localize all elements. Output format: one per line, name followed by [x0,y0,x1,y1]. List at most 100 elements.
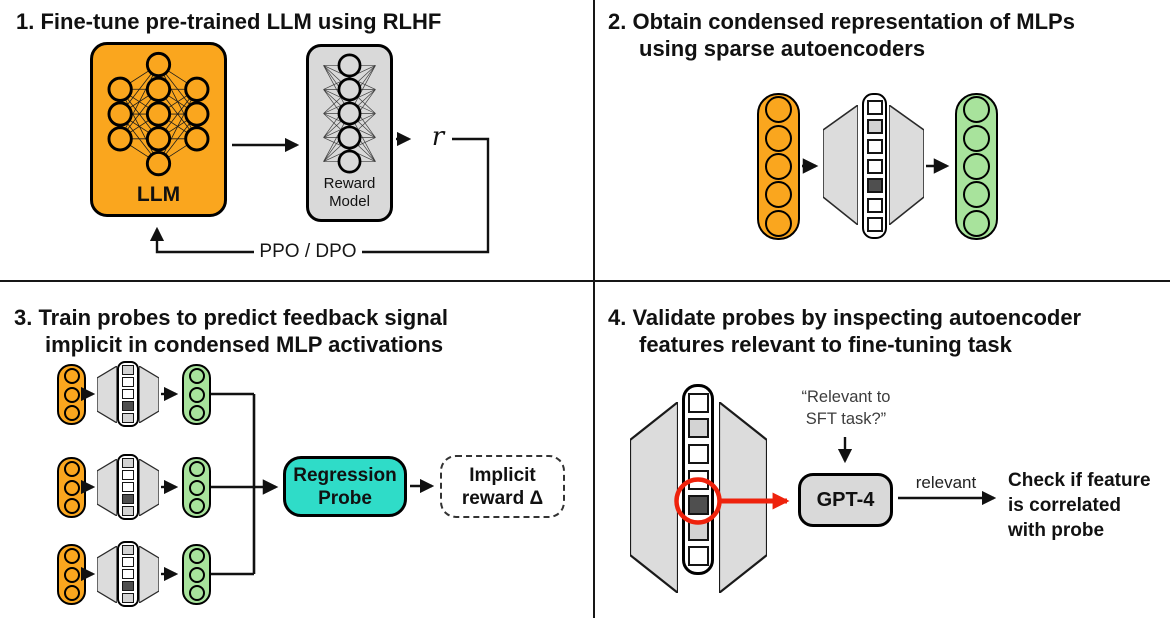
white-feature-square [866,197,883,213]
neuron-circle [765,181,792,209]
panel1-title-text: 1. Fine-tune pre-trained LLM using RLHF [16,9,442,34]
white-feature-square [122,557,134,567]
light-feature-square [687,520,709,541]
neuron-circle [188,386,205,403]
neuron-circle [765,124,792,152]
loop-line-left-arrow [149,226,254,254]
panel3-row1-autoencoder [97,361,161,427]
panel3-row1-output-pill [182,364,211,425]
neuron-circle [963,181,990,209]
vertical-divider [593,0,595,618]
white-feature-square [122,482,134,492]
ppo-dpo-label: PPO / DPO [259,241,357,262]
neuron-circle [188,404,205,421]
panel3-title-line2: implicit in condensed MLP activations [45,332,444,357]
reward-scalar-label: r [431,122,445,152]
panel4-title-line2: features relevant to fine-tuning task [639,332,1012,357]
panel3-row3-decoder-trapezoid [139,545,159,603]
white-feature-square [866,99,883,115]
neuron-circle [188,497,205,514]
panel3-row1-bottleneck [117,361,139,427]
relevant-arrow-label: relevant [915,473,977,492]
light-feature-square [122,458,134,468]
reward-model-network [323,53,376,174]
panel3-row1-decoder-trapezoid [139,365,159,423]
neuron-circle [963,124,990,152]
neuron-circle [63,404,80,421]
dark-feature-square [687,495,709,516]
llm-network [107,51,210,177]
panel2-bottleneck [862,93,887,239]
panel3-row3-input-pill [57,544,86,605]
panel2-input-pill [757,93,800,240]
panel4-title: 4. Validate probes by inspecting autoenc… [608,304,1081,358]
panel2-title-line1: 2. Obtain condensed representation of ML… [608,9,1075,34]
panel3-row2-encoder-trapezoid [97,458,117,516]
panel3-row2-decoder-trapezoid [139,458,159,516]
white-feature-square [122,569,134,579]
panel3-row2-input-pill [57,457,86,518]
white-feature-square [866,158,883,174]
panel2-encoder-trapezoid [823,105,858,225]
neuron-circle [63,584,80,601]
llm-label: LLM [136,183,181,206]
panel3-row3-encoder-trapezoid [97,545,117,603]
panel3-row2-autoencoder [97,454,161,520]
implicit-reward-box: Implicit reward Δ [440,455,565,518]
neuron-circle [765,209,792,237]
dark-feature-square [122,494,134,504]
panel3-row1-encoder-trapezoid [97,365,117,423]
panel3-row1-input-pill [57,364,86,425]
panel2-decoder-trapezoid [889,105,924,225]
white-feature-square [687,469,709,490]
light-feature-square [122,545,134,555]
neuron-circle [188,566,205,583]
panel2-title-line2: using sparse autoencoders [639,36,926,61]
neuron-circle [63,566,80,583]
panel4-title-line1: 4. Validate probes by inspecting autoenc… [608,305,1082,330]
white-feature-square [122,389,134,399]
white-feature-square [687,546,709,567]
light-feature-square [122,593,134,603]
panel3-row3-bottleneck [117,541,139,607]
panel3-row3-autoencoder [97,541,161,607]
panel2-title: 2. Obtain condensed representation of ML… [608,8,1075,62]
neuron-circle [188,479,205,496]
white-feature-square [687,443,709,464]
white-feature-square [866,217,883,233]
light-feature-square [122,506,134,516]
neuron-circle [963,209,990,237]
dark-feature-square [122,581,134,591]
neuron-circle [963,152,990,180]
check-feature-text: Check if feature is correlated with prob… [1008,470,1151,541]
reward-model-label: Reward Model [323,175,376,210]
panel4-decoder-trapezoid [719,402,767,593]
panel4-encoder-trapezoid [630,402,678,593]
gpt-question-text: “Relevant to SFT task?” [801,388,891,428]
panel3-title: 3. Train probes to predict feedback sign… [14,304,448,358]
neuron-circle [188,461,205,478]
panel3-row2-bottleneck [117,454,139,520]
neuron-circle [63,368,80,385]
panel2-output-pill [955,93,998,240]
dark-feature-square [122,401,134,411]
panel3-title-line1: 3. Train probes to predict feedback sign… [14,305,449,330]
bus-lines [211,392,256,576]
neuron-circle [188,584,205,601]
llm-box: LLM [90,42,227,217]
neuron-circle [765,96,792,124]
light-feature-square [122,413,134,423]
reward-model-box: Reward Model [306,44,393,222]
neuron-circle [765,152,792,180]
white-feature-square [687,392,709,413]
gpt4-box: GPT-4 [798,473,893,527]
regression-probe-box: Regression Probe [283,456,407,517]
panel3-row2-output-pill [182,457,211,518]
neuron-circle [188,548,205,565]
neuron-circle [963,96,990,124]
neuron-circle [63,497,80,514]
neuron-circle [63,461,80,478]
dark-feature-square [866,178,883,194]
neuron-circle [63,548,80,565]
panel1-title: 1. Fine-tune pre-trained LLM using RLHF [16,8,441,35]
